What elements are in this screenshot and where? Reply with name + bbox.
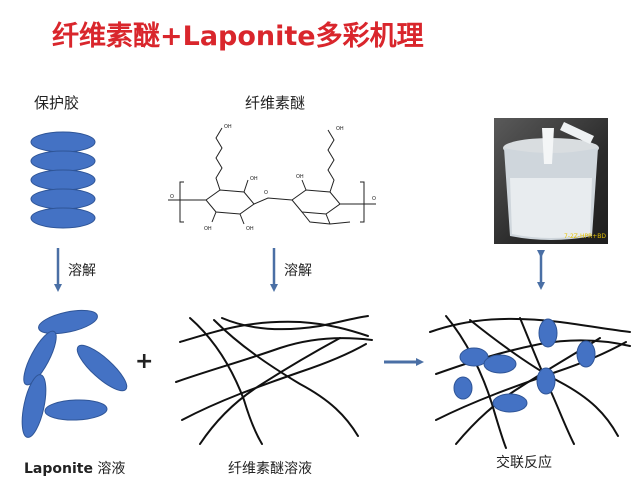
plus-sign: + [135, 349, 153, 374]
disc [483, 354, 517, 374]
cellulose-solution-label: 纤维素醚溶液 [228, 461, 312, 477]
disc [23, 330, 57, 386]
laponite-prefix: Laponite [24, 461, 93, 477]
svg-text:O: O [170, 194, 174, 200]
dissolve-label-left: 溶解 [68, 263, 96, 279]
disc [30, 169, 96, 191]
cellulose-structure [168, 127, 376, 225]
dissolve-label-mid: 溶解 [284, 263, 312, 279]
stacked-discs [30, 131, 96, 229]
dispersed-discs [21, 309, 128, 438]
svg-text:OH: OH [224, 124, 232, 130]
structure-annotations: OH OH OH OH OH OH O O O [170, 124, 376, 232]
disc [536, 367, 556, 395]
disc [453, 376, 473, 400]
disc [21, 374, 47, 438]
disc [492, 393, 528, 413]
laponite-suffix: 溶液 [92, 461, 126, 477]
fiber-network [175, 315, 373, 445]
disc [576, 340, 596, 368]
beaker-photo: 7-2Z-HPR+BD [494, 118, 608, 244]
slide-title: 纤维素醚+Laponite多彩机理 [52, 21, 424, 52]
crosslink-label: 交联反应 [496, 455, 552, 471]
svg-text:OH: OH [204, 226, 212, 232]
disc [38, 309, 98, 335]
laponite-solution-label: Laponite 溶液 [24, 458, 125, 478]
disc [459, 347, 489, 367]
svg-text:OH: OH [296, 174, 304, 180]
crosslinked-network [429, 315, 631, 449]
cellulose-ether-label: 纤维素醚 [245, 94, 306, 112]
protective-colloid-label: 保护胶 [34, 94, 80, 112]
disc [538, 318, 558, 348]
svg-text:OH: OH [250, 176, 258, 182]
disc [30, 150, 96, 172]
disc [76, 344, 128, 392]
disc [44, 399, 108, 421]
svg-text:O: O [372, 196, 376, 202]
svg-text:OH: OH [246, 226, 254, 232]
disc [30, 188, 96, 210]
svg-text:OH: OH [336, 126, 344, 132]
svg-text:O: O [264, 190, 268, 196]
disc [30, 131, 96, 153]
photo-caption: 7-2Z-HPR+BD [564, 233, 606, 240]
disc [30, 207, 96, 229]
